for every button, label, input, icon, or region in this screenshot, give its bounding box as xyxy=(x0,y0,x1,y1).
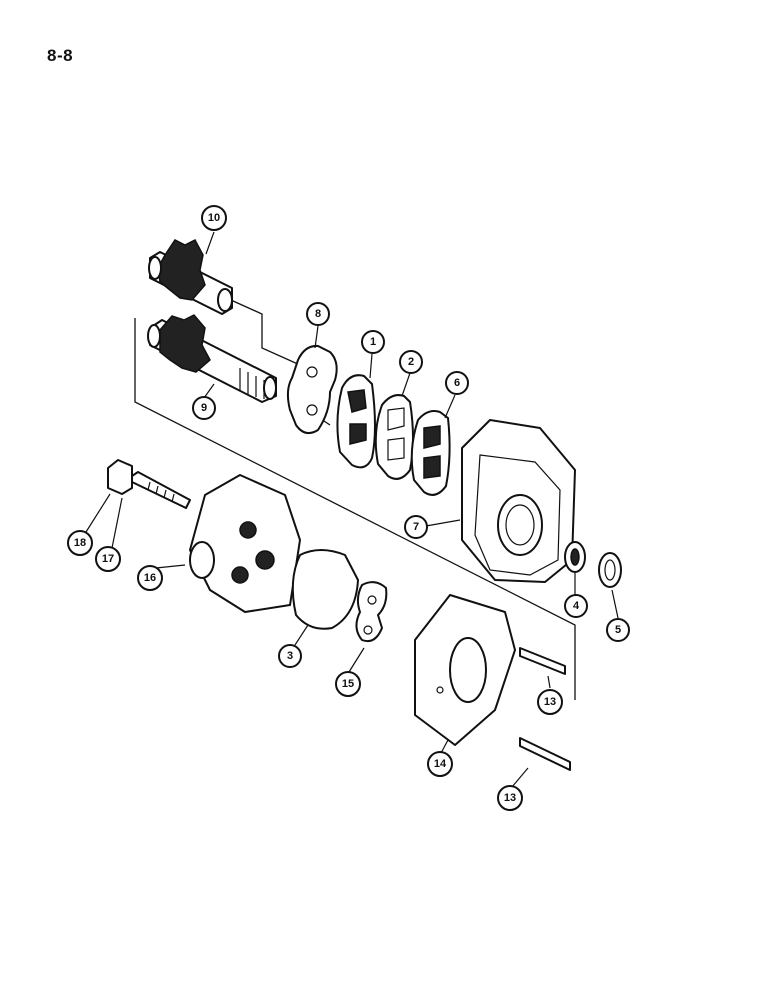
shaft-seal xyxy=(564,541,586,573)
callout-13-upper: 13 xyxy=(537,689,563,715)
backup-gasket xyxy=(355,581,388,643)
thrust-plate xyxy=(286,344,338,435)
svg-text:16: 16 xyxy=(144,572,156,584)
svg-text:5: 5 xyxy=(615,624,621,636)
callout-14: 14 xyxy=(427,751,453,777)
idler-gear-shaft xyxy=(148,239,233,315)
callout-8: 8 xyxy=(306,302,330,326)
pump-cover xyxy=(189,474,301,613)
drive-gear-shaft xyxy=(147,314,277,403)
svg-text:15: 15 xyxy=(342,678,354,690)
svg-text:14: 14 xyxy=(434,758,447,770)
callout-2: 2 xyxy=(399,350,423,374)
callout-5: 5 xyxy=(606,618,630,642)
svg-text:7: 7 xyxy=(413,521,419,533)
callout-16: 16 xyxy=(137,565,163,591)
leader-lines xyxy=(85,231,619,788)
svg-text:10: 10 xyxy=(208,212,220,224)
callout-15: 15 xyxy=(335,671,361,697)
callout-18: 18 xyxy=(67,530,93,556)
callout-17: 17 xyxy=(95,546,121,572)
page-number: 8-8 xyxy=(47,46,74,65)
svg-text:2: 2 xyxy=(408,356,414,368)
snap-ring xyxy=(598,552,622,588)
seal-ring xyxy=(291,549,359,630)
svg-text:17: 17 xyxy=(102,553,114,565)
callout-3: 3 xyxy=(278,644,302,668)
dowel-pin-upper xyxy=(519,647,566,675)
dowel-pin-lower xyxy=(519,737,571,771)
capscrew xyxy=(107,459,191,509)
callout-1: 1 xyxy=(361,330,385,354)
gasket-2 xyxy=(374,394,414,480)
pump-body xyxy=(461,419,576,583)
svg-text:8: 8 xyxy=(315,308,321,320)
callout-9: 9 xyxy=(192,396,216,420)
svg-text:6: 6 xyxy=(454,377,460,389)
wear-plate-1 xyxy=(336,374,376,469)
callout-4: 4 xyxy=(564,594,588,618)
svg-text:13: 13 xyxy=(504,792,516,804)
callout-7: 7 xyxy=(404,515,428,539)
svg-text:13: 13 xyxy=(544,696,556,708)
mounting-flange xyxy=(414,594,516,746)
svg-text:9: 9 xyxy=(201,402,207,414)
callout-10: 10 xyxy=(201,205,227,231)
callout-6: 6 xyxy=(445,371,469,395)
svg-text:4: 4 xyxy=(573,600,580,612)
gasket-6 xyxy=(410,410,451,496)
svg-text:3: 3 xyxy=(287,650,293,662)
svg-text:1: 1 xyxy=(370,336,376,348)
svg-text:18: 18 xyxy=(74,537,86,549)
callout-13-lower: 13 xyxy=(497,785,523,811)
